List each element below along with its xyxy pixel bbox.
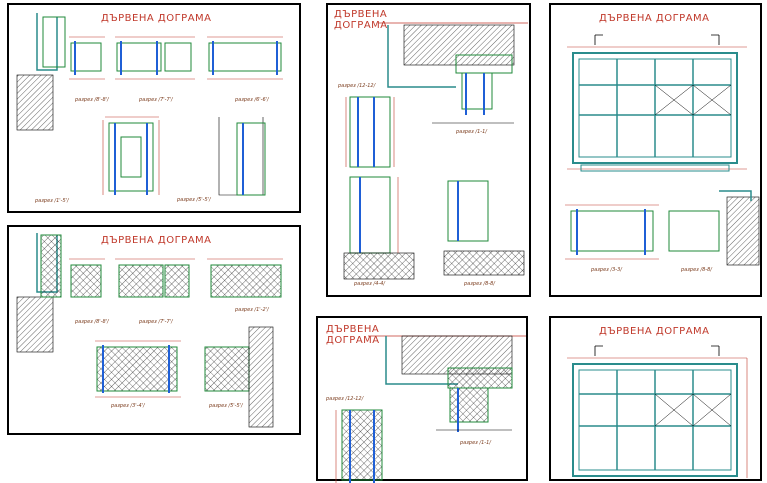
sheet-title-line-1: ДЪРВЕНА <box>334 9 388 20</box>
sheet-title-line-1: ДЪРВЕНА <box>326 324 380 335</box>
section-label: разрез /7'-7'/ <box>139 319 173 325</box>
sheet-5-drawing <box>565 34 760 266</box>
section-label: разрез /1'-5'/ <box>35 198 69 204</box>
section-label: разрез /12-12/ <box>338 83 376 89</box>
sheet-title: ДЪРВЕНА ДОГРАМА <box>101 13 212 24</box>
drawing-sheet-2: ДЪРВЕНА ДОГРАМА разрез /8'-8'/ разрез /7… <box>7 225 301 435</box>
drawing-sheet-4: ДЪРВЕНА ДОГРАМА разрез /12-12/ разрез /1… <box>316 316 528 483</box>
section-label: разрез /3-3/ <box>591 267 622 273</box>
sheet-6-drawing <box>567 345 748 478</box>
sheet-title: ДЪРВЕНА ДОГРАМА <box>599 13 710 24</box>
section-label: разрез /7'-7'/ <box>139 97 173 103</box>
sheet-title: ДЪРВЕНА ДОГРАМА <box>599 326 710 337</box>
drawing-sheet-3: ДЪРВЕНА ДОГРАМА разрез /12-12/ разрез /1… <box>326 3 531 297</box>
section-label: разрез /8-8/ <box>464 281 495 287</box>
sheet-1-drawing <box>16 13 283 196</box>
sheet-2-drawing <box>16 233 283 428</box>
sheet-title-line-2: ДОГРАМА <box>334 20 388 31</box>
section-label: разрез /1'-2'/ <box>235 307 269 313</box>
sheet-3-drawing <box>343 22 528 280</box>
sheet-title: ДЪРВЕНА ДОГРАМА <box>101 235 212 246</box>
sheet-title-line-2: ДОГРАМА <box>326 335 380 346</box>
drawing-sheet-6: ДЪРВЕНА ДОГРАМА <box>549 316 762 481</box>
section-label: разрез /6'-6'/ <box>235 97 269 103</box>
section-label: разрез /3'-4'/ <box>111 403 145 409</box>
section-label: разрез /8-8/ <box>681 267 712 273</box>
sheet-4-drawing <box>335 335 526 483</box>
section-label: разрез /12-12/ <box>326 396 364 402</box>
section-label: разрез /5'-5'/ <box>177 197 211 203</box>
section-label: разрез /5'-5'/ <box>209 403 243 409</box>
section-label: разрез /8'-8'/ <box>75 319 109 325</box>
drawing-sheet-5: ДЪРВЕНА ДОГРАМА разрез /3-3/ разрез /8-8… <box>549 3 762 297</box>
section-label: разрез /1-1/ <box>456 129 487 135</box>
drawing-sheet-1: ДЪРВЕНА ДОГРАМА <box>7 3 301 213</box>
section-label: разрез /4-4/ <box>354 281 385 287</box>
section-label: разрез /1-1/ <box>460 440 491 446</box>
section-label: разрез /8'-8'/ <box>75 97 109 103</box>
